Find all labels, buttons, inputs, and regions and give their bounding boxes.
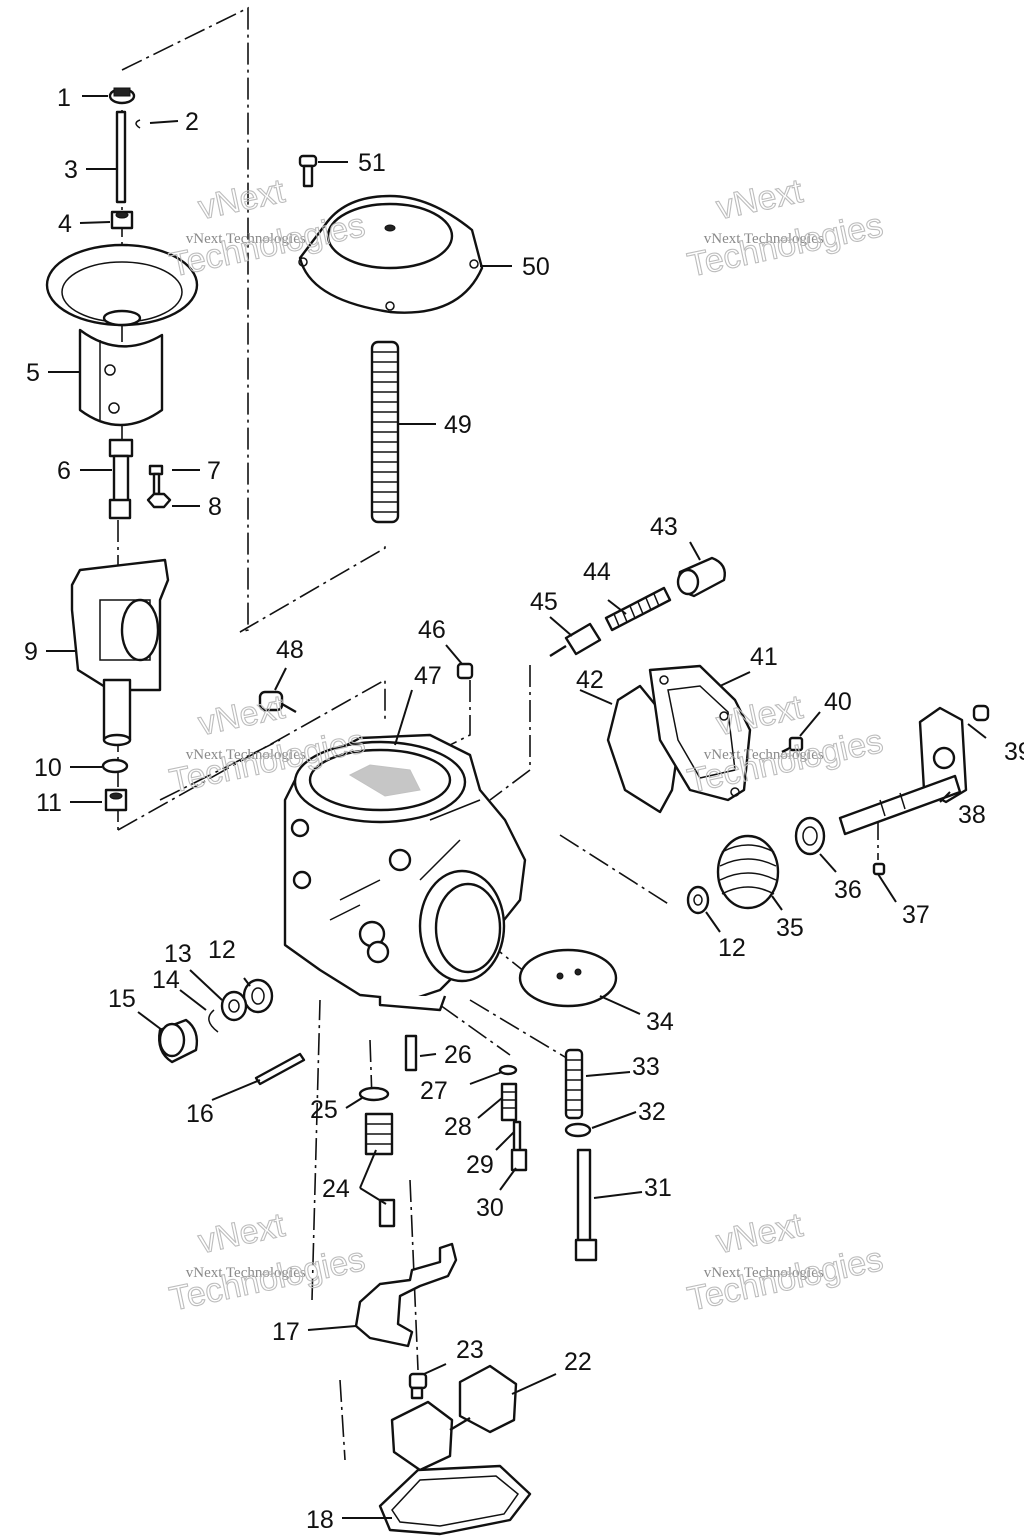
label-part-12-left: 12 <box>208 936 236 964</box>
watermark-text-bottom: Technologies <box>684 1240 886 1318</box>
part-left-seals <box>158 978 306 1086</box>
label-part-8: 8 <box>208 493 222 521</box>
label-part-9: 9 <box>24 638 38 666</box>
label-part-15: 15 <box>108 985 136 1013</box>
watermark-text-mid: vNext Technologies <box>704 747 824 763</box>
label-part-10: 10 <box>34 754 62 782</box>
watermark-bottom-left: vNext vNext Technologies Technologies <box>166 1205 369 1319</box>
part-pilot-screw-set <box>456 556 726 680</box>
part-plug-gasket <box>258 690 297 714</box>
label-part-36: 36 <box>834 876 862 904</box>
label-part-42: 42 <box>576 666 604 694</box>
label-part-13: 13 <box>164 940 192 968</box>
label-part-43: 43 <box>650 513 678 541</box>
watermark-text-mid: vNext Technologies <box>186 747 306 763</box>
label-part-6: 6 <box>57 457 71 485</box>
label-part-45: 45 <box>530 588 558 616</box>
watermark-text-top: vNext <box>195 1206 288 1261</box>
label-part-51: 51 <box>358 149 386 177</box>
label-part-39: 39 <box>1004 738 1024 766</box>
label-part-4: 4 <box>58 210 72 238</box>
part-throttle-slide-bracket <box>70 558 170 747</box>
watermark-text-bottom: Technologies <box>684 206 886 284</box>
label-part-23: 23 <box>456 1336 484 1364</box>
label-part-28: 28 <box>444 1113 472 1141</box>
part-float-assembly <box>354 1242 532 1536</box>
label-part-18: 18 <box>306 1506 334 1534</box>
part-throttle-shaft <box>686 704 990 915</box>
watermark-bottom-right: vNext vNext Technologies Technologies <box>684 1205 887 1319</box>
label-part-16: 16 <box>186 1100 214 1128</box>
label-part-25: 25 <box>310 1096 338 1124</box>
label-part-38: 38 <box>958 801 986 829</box>
label-part-17: 17 <box>272 1318 300 1346</box>
label-part-27: 27 <box>420 1077 448 1105</box>
label-part-2: 2 <box>185 108 199 136</box>
part-number-labels: 1 2 3 4 5 6 7 8 9 10 11 51 50 49 43 44 4… <box>24 84 1024 1534</box>
leader-lines <box>46 95 987 1519</box>
watermark-text-top: vNext <box>195 688 288 743</box>
label-part-40: 40 <box>824 688 852 716</box>
watermark-text-top: vNext <box>713 1206 806 1261</box>
part-jets-screws <box>358 1034 598 1262</box>
part-washer-jet <box>101 758 129 812</box>
label-part-12-right: 12 <box>718 934 746 962</box>
part-needle-assembly <box>108 87 141 230</box>
label-part-7: 7 <box>207 457 221 485</box>
label-part-26: 26 <box>444 1041 472 1069</box>
label-part-41: 41 <box>750 643 778 671</box>
part-diaphragm-slide <box>45 243 199 427</box>
part-top-cover <box>298 154 484 314</box>
watermark-text-mid: vNext Technologies <box>186 231 306 247</box>
label-part-34: 34 <box>646 1008 674 1036</box>
label-part-1: 1 <box>57 84 71 112</box>
label-part-50: 50 <box>522 253 550 281</box>
part-spring <box>370 340 400 524</box>
label-part-30: 30 <box>476 1194 504 1222</box>
watermark-text-top: vNext <box>713 172 806 227</box>
label-part-5: 5 <box>26 359 40 387</box>
watermark-text-mid: vNext Technologies <box>704 1265 824 1281</box>
label-part-47: 47 <box>414 662 442 690</box>
label-part-35: 35 <box>776 914 804 942</box>
carburetor-body <box>283 733 527 1012</box>
label-part-33: 33 <box>632 1053 660 1081</box>
watermark-text-top: vNext <box>195 172 288 227</box>
label-part-46: 46 <box>418 616 446 644</box>
label-part-3: 3 <box>64 156 78 184</box>
watermark-top-right: vNext vNext Technologies Technologies <box>684 171 887 285</box>
label-part-48: 48 <box>276 636 304 664</box>
label-part-44: 44 <box>583 558 611 586</box>
label-part-22: 22 <box>564 1348 592 1376</box>
label-part-14: 14 <box>152 966 180 994</box>
watermark-text-bottom: Technologies <box>166 1240 368 1318</box>
watermark-text-mid: vNext Technologies <box>704 231 824 247</box>
label-part-24: 24 <box>322 1175 350 1203</box>
label-part-29: 29 <box>466 1151 494 1179</box>
label-part-31: 31 <box>644 1174 672 1202</box>
part-side-cover <box>606 664 804 814</box>
part-needle-jet-screws <box>108 438 172 520</box>
part-throttle-plate <box>518 948 618 1008</box>
label-part-11: 11 <box>36 789 62 817</box>
label-part-37: 37 <box>902 901 930 929</box>
label-part-32: 32 <box>638 1098 666 1126</box>
watermark-text-mid: vNext Technologies <box>186 1265 306 1281</box>
label-part-49: 49 <box>444 411 472 439</box>
